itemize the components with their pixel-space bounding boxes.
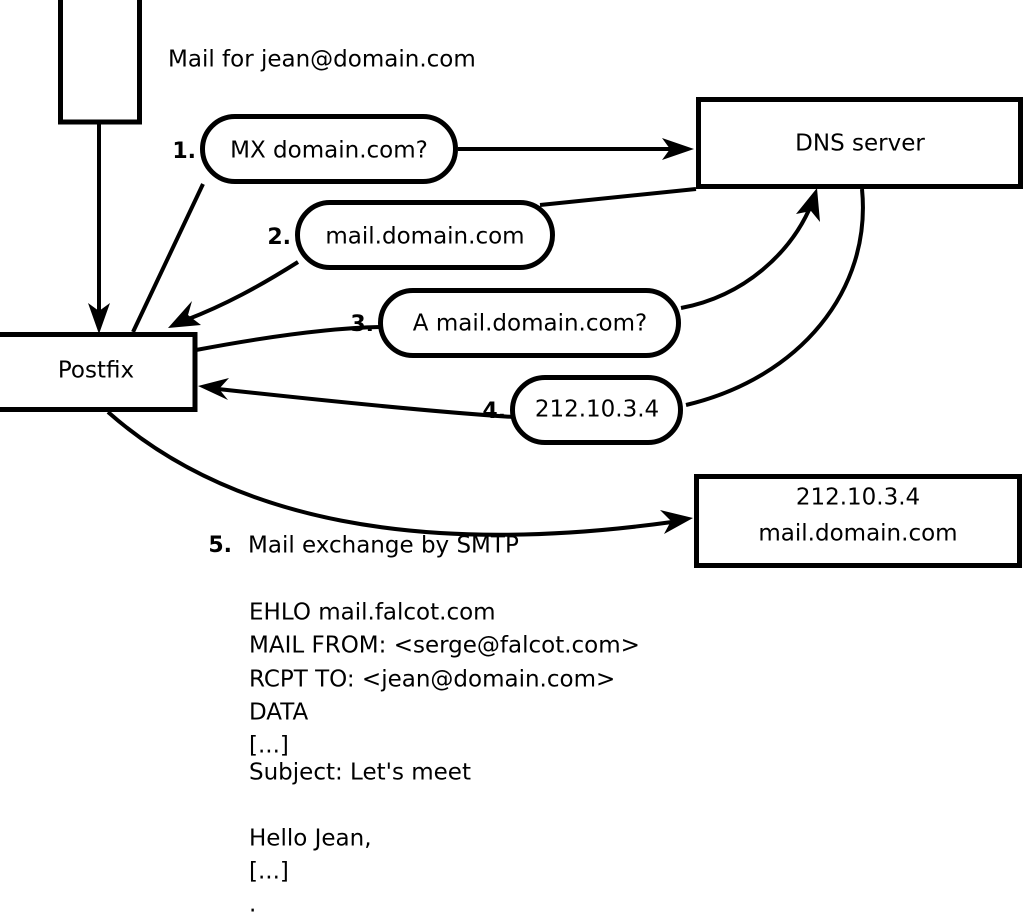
postfix-box-shape — [0, 332, 198, 412]
step-1-bubble: 1. MX domain.com? — [172, 114, 458, 184]
step-5-number: 5. — [208, 533, 232, 558]
step-3-bubble: 3. A mail.domain.com? — [350, 288, 681, 358]
connector-line — [185, 260, 300, 322]
transcript-line: Hello Jean, — [249, 826, 372, 852]
step-4-bubble: 4. 212.10.3.4 — [482, 375, 683, 445]
connector-step3-to-dns — [680, 188, 820, 310]
connector-line — [685, 188, 865, 407]
arrowhead-icon — [198, 378, 229, 400]
step-3-bubble-shape — [378, 288, 681, 358]
arrowhead-icon — [662, 138, 694, 160]
connector-client-to-postfix — [88, 122, 110, 334]
connector-step4-to-postfix — [198, 378, 514, 419]
dns-server-box-shape — [696, 97, 1023, 189]
node-postfix: Postfix — [0, 332, 198, 412]
mail-for-note: Mail for jean@domain.com — [168, 47, 476, 73]
connector-step1-to-dns — [458, 138, 694, 160]
step-4-bubble-shape — [510, 375, 683, 445]
step-5-label: Mail exchange by SMTP — [248, 533, 519, 559]
step-3-number: 3. — [350, 312, 374, 337]
mail-server-box-shape — [694, 474, 1022, 568]
arrowhead-icon — [168, 301, 201, 328]
connector-postfix-to-mailserver — [106, 410, 693, 537]
connector-line — [131, 183, 205, 333]
step-2-bubble: 2. mail.domain.com — [267, 200, 555, 270]
connector-line — [195, 325, 381, 352]
step-2-number: 2. — [267, 225, 291, 250]
mail-server-host-label: mail.domain.com — [758, 521, 957, 547]
transcript-line: Subject: Let's meet — [249, 760, 471, 786]
step-2-bubble-shape — [295, 200, 555, 270]
postfix-label: Postfix — [58, 358, 134, 384]
connector-line — [680, 202, 814, 310]
connector-line — [217, 387, 514, 419]
transcript-line: [...] — [249, 733, 289, 759]
transcript-line: EHLO mail.falcot.com — [249, 600, 496, 626]
mail-server-ip-label: 212.10.3.4 — [796, 485, 920, 511]
dns-server-label: DNS server — [795, 131, 925, 157]
arrowhead-icon — [660, 510, 693, 534]
connector-postfix-to-step3 — [195, 325, 381, 352]
arrowhead-icon — [796, 188, 820, 222]
node-dns-server: DNS server — [696, 97, 1023, 189]
transcript-line: [...] — [249, 859, 289, 885]
connector-line — [539, 187, 697, 207]
connector-dns-to-step4 — [685, 188, 865, 407]
connector-line — [106, 410, 673, 537]
step-1-label: MX domain.com? — [230, 138, 428, 164]
step-4-number: 4. — [482, 399, 506, 424]
transcript-line: RCPT TO: <jean@domain.com> — [249, 667, 615, 693]
client-box-shape — [58, 0, 142, 125]
node-client-box — [58, 0, 142, 125]
arrowhead-icon — [88, 303, 110, 334]
transcript-line: DATA — [249, 700, 309, 726]
step-1-bubble-shape — [200, 114, 458, 184]
transcript-line: . — [249, 892, 256, 918]
step-3-label: A mail.domain.com? — [413, 311, 647, 337]
connector-dns-to-step2 — [539, 187, 697, 207]
connector-step2-to-postfix — [168, 260, 300, 328]
step-4-label: 212.10.3.4 — [535, 397, 659, 423]
transcript-line: MAIL FROM: <serge@falcot.com> — [249, 633, 640, 659]
node-mail-server: 212.10.3.4 mail.domain.com — [694, 474, 1022, 568]
connector-postfix-to-step1 — [131, 183, 205, 333]
step-2-label: mail.domain.com — [325, 224, 524, 250]
step-1-number: 1. — [172, 139, 196, 164]
